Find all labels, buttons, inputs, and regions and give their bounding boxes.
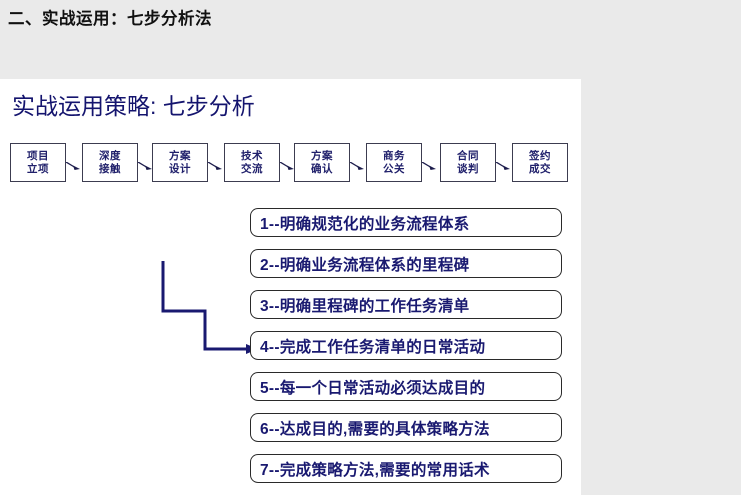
step-item-2[interactable]: 2--明确业务流程体系的里程碑	[250, 249, 562, 278]
step-item-5-label: 5--每一个日常活动必须达成目的	[260, 379, 486, 397]
flow-box-2[interactable]: 深度 接触	[82, 143, 138, 182]
step-item-3-label: 3--明确里程碑的工作任务清单	[260, 297, 470, 315]
step-item-7[interactable]: 7--完成策略方法,需要的常用话术	[250, 454, 562, 483]
flow-box-1-line1: 项目	[27, 149, 49, 162]
slide-title: 实战运用策略: 七步分析	[12, 93, 255, 119]
flow-box-4-line2: 交流	[241, 162, 263, 175]
flow-box-4[interactable]: 技术 交流	[224, 143, 280, 182]
flow-box-8[interactable]: 签约 成交	[512, 143, 568, 182]
flow-box-7[interactable]: 合同 谈判	[440, 143, 496, 182]
flow-box-3-line2: 设计	[169, 162, 191, 175]
process-flow-diagram: 项目 立项 深度 接触 方案 设计 技术 交流	[0, 143, 581, 189]
flow-box-1[interactable]: 项目 立项	[10, 143, 66, 182]
flow-box-7-line1: 合同	[457, 149, 479, 162]
flow-box-3-line1: 方案	[169, 149, 191, 162]
flow-box-2-line2: 接触	[99, 162, 121, 175]
step-list: 1--明确规范化的业务流程体系 2--明确业务流程体系的里程碑 3--明确里程碑…	[250, 208, 565, 483]
flow-box-8-line2: 成交	[529, 162, 551, 175]
step-item-3[interactable]: 3--明确里程碑的工作任务清单	[250, 290, 562, 319]
flow-arrow-4-icon	[280, 162, 294, 170]
step-item-1-label: 1--明确规范化的业务流程体系	[260, 215, 470, 233]
flow-box-1-line2: 立项	[27, 162, 49, 175]
flow-box-5-line1: 方案	[311, 149, 333, 162]
step-item-5[interactable]: 5--每一个日常活动必须达成目的	[250, 372, 562, 401]
step-item-4-label: 4--完成工作任务清单的日常活动	[260, 338, 486, 356]
flow-box-3[interactable]: 方案 设计	[152, 143, 208, 182]
page-heading: 二、实战运用：七步分析法	[8, 10, 212, 28]
flow-box-6-line1: 商务	[383, 149, 405, 162]
flow-arrow-1-icon	[66, 162, 80, 170]
flow-arrow-7-icon	[496, 162, 510, 170]
step-item-6-label: 6--达成目的,需要的具体策略方法	[260, 420, 490, 438]
flow-arrow-6-icon	[422, 162, 436, 170]
step-item-1[interactable]: 1--明确规范化的业务流程体系	[250, 208, 562, 237]
step-item-4[interactable]: 4--完成工作任务清单的日常活动	[250, 331, 562, 360]
step-item-7-label: 7--完成策略方法,需要的常用话术	[260, 461, 490, 479]
flow-arrow-2-icon	[138, 162, 152, 170]
flow-box-8-line1: 签约	[529, 149, 551, 162]
flow-box-4-line1: 技术	[241, 149, 263, 162]
step-item-6[interactable]: 6--达成目的,需要的具体策略方法	[250, 413, 562, 442]
flow-arrow-5-icon	[350, 162, 364, 170]
flow-box-6[interactable]: 商务 公关	[366, 143, 422, 182]
flow-box-7-line2: 谈判	[457, 162, 479, 175]
flow-box-6-line2: 公关	[383, 162, 405, 175]
flow-arrow-3-icon	[208, 162, 222, 170]
elbow-connector-arrow-icon	[161, 261, 258, 354]
flow-box-2-line1: 深度	[99, 149, 121, 162]
flow-box-5[interactable]: 方案 确认	[294, 143, 350, 182]
step-item-2-label: 2--明确业务流程体系的里程碑	[260, 256, 470, 274]
flow-box-5-line2: 确认	[311, 162, 333, 175]
